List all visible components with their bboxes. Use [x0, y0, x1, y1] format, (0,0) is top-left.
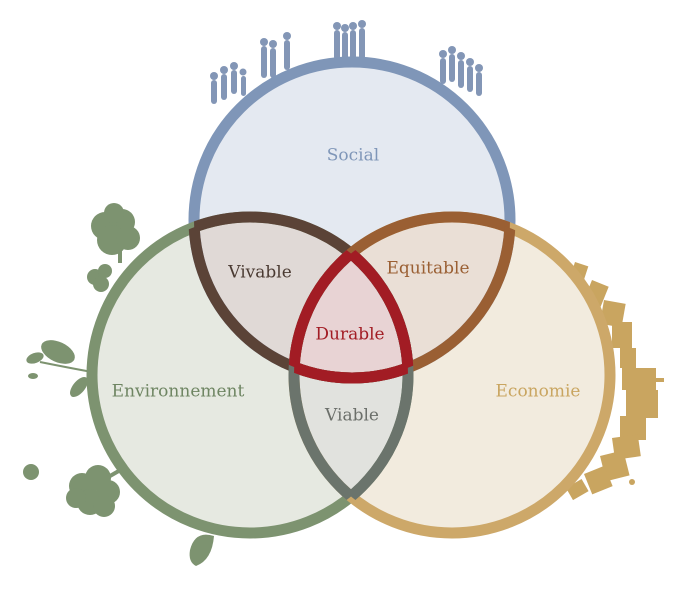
- city-skyline-silhouette: [566, 262, 664, 501]
- people-silhouettes: [210, 20, 483, 104]
- durable-boundary: [294, 217, 408, 384]
- tree-icon: [91, 203, 140, 263]
- social-label: Social: [327, 146, 379, 166]
- tree-icon: [66, 465, 124, 517]
- viable-boundary: [288, 217, 408, 533]
- economy-label: Economie: [496, 382, 581, 402]
- viable-label: Viable: [324, 406, 379, 426]
- bush-icon: [87, 264, 112, 292]
- leaf-icon: [26, 340, 93, 397]
- environment-label: Environnement: [112, 382, 245, 402]
- vivable-label: Vivable: [227, 263, 292, 283]
- viable-boundary-left: [294, 217, 414, 533]
- leaf-icon: [189, 534, 214, 566]
- equitable-label: Equitable: [386, 259, 469, 279]
- nature-silhouettes: [23, 203, 214, 566]
- durable-region-fill: [294, 217, 408, 378]
- durable-label: Durable: [315, 325, 384, 345]
- person-figure: [439, 46, 483, 96]
- sun-icon: [23, 464, 39, 480]
- person-figure: [260, 32, 291, 78]
- person-figure: [210, 62, 247, 104]
- person-figure: [333, 20, 366, 60]
